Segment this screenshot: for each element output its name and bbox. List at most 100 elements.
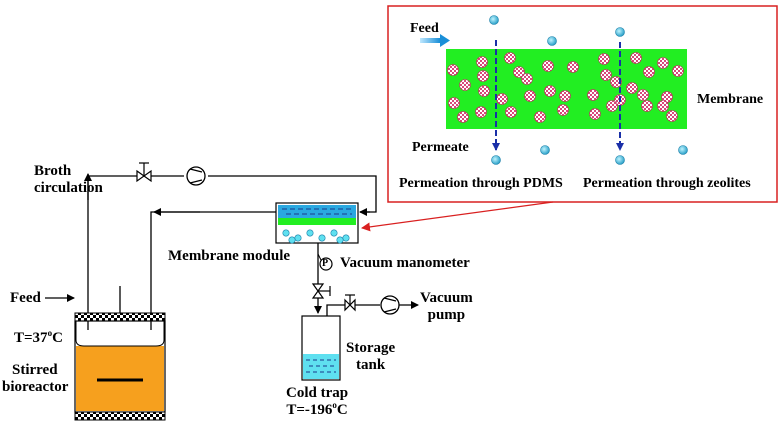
zeolite-particles — [447, 52, 684, 123]
stirred-label-line1: Stirred — [12, 362, 58, 378]
zeolite-particle — [542, 60, 554, 72]
permeant-molecule — [540, 145, 550, 155]
zeolite-particle — [504, 52, 516, 64]
zeolite-particle — [666, 110, 678, 122]
zeolite-particle — [559, 90, 571, 102]
module-permeate-droplet — [306, 229, 314, 237]
zeolite-particle — [630, 52, 642, 64]
zeolite-particle — [600, 69, 612, 81]
module-permeate-droplet — [282, 229, 290, 237]
zeolite-particle — [626, 82, 638, 94]
permeant-molecule — [615, 155, 625, 165]
zeolite-particle — [657, 57, 669, 69]
feed-label: Feed — [10, 290, 41, 306]
permeant-molecule — [678, 145, 688, 155]
vacuum-manometer — [317, 253, 333, 271]
cold-trap-temp-value: T=-196 — [286, 402, 333, 418]
inset-feed-label: Feed — [410, 21, 439, 36]
permeant-molecule — [491, 155, 501, 165]
inset-connector-arrow — [361, 201, 554, 232]
cold-trap-line1: Cold trap — [286, 385, 349, 401]
module-permeate-droplet — [342, 234, 350, 242]
storage-tank-line2: tank — [355, 357, 386, 373]
vacuum-pipe — [326, 304, 345, 316]
circulation-pipe — [87, 175, 137, 316]
membrane-module-label: Membrane module — [168, 248, 291, 264]
zeolite-particle — [476, 56, 488, 68]
zeolite-particle — [589, 108, 601, 120]
zeolite-particle — [544, 85, 556, 97]
zeolite-particle — [513, 66, 525, 78]
module-permeate-droplet — [330, 229, 338, 237]
zeolite-particle — [606, 100, 618, 112]
permeate-valve — [311, 283, 331, 299]
broth-label-line1: Broth — [34, 163, 72, 179]
inset-zeolites-label: Permeation through zeolites — [583, 176, 751, 191]
zeolite-particle — [448, 97, 460, 109]
reactor-temperature-label: T=37oC — [14, 328, 63, 347]
reactor-temp-degree: o — [47, 328, 53, 338]
zeolite-particle — [598, 53, 610, 65]
zeolite-particle — [478, 85, 490, 97]
inset-panel — [387, 5, 778, 203]
zeolite-particle — [641, 100, 653, 112]
stirred-bioreactor-label: Stirred bioreactor — [2, 362, 68, 396]
vacuum-pump — [380, 295, 400, 315]
zeolite-particle — [477, 70, 489, 82]
stirred-bioreactor — [74, 312, 166, 421]
zeolite-particle — [637, 89, 649, 101]
zeolite-particle — [567, 61, 579, 73]
broth-circulation-label: Broth circulation — [34, 163, 103, 197]
zeolite-particle — [610, 76, 622, 88]
zeolite-particle — [657, 100, 669, 112]
module-permeate-droplet — [336, 236, 344, 244]
reactor-temp-unit: C — [52, 330, 63, 346]
zeolite-particle — [457, 111, 469, 123]
permeant-molecule — [547, 36, 557, 46]
zeolite-particle — [447, 64, 459, 76]
zeolite-particle — [534, 111, 546, 123]
permeant-molecule — [615, 27, 625, 37]
module-permeate-droplet — [294, 234, 302, 242]
circulation-valve — [136, 162, 152, 183]
zeolite-particle — [587, 89, 599, 101]
storage-tank-line1: Storage — [346, 340, 396, 356]
cold-trap-label: Cold trap T=-196oC — [286, 385, 348, 419]
zeolite-particle — [475, 106, 487, 118]
circulation-pump — [186, 166, 206, 186]
zeolite-particle — [496, 93, 508, 105]
cold-trap — [301, 315, 341, 381]
zeolite-particle — [505, 106, 517, 118]
reactor-temp-value: T=37 — [14, 330, 48, 346]
inset-feed-arrow — [420, 34, 450, 47]
vacuum-valve — [344, 294, 356, 312]
zeolite-particle — [459, 79, 471, 91]
retentate-return-pipe — [150, 211, 276, 316]
zeolite-particle — [557, 104, 569, 116]
inset-membrane-label: Membrane — [697, 92, 764, 107]
module-permeate-droplet — [318, 234, 326, 242]
permeant-molecule — [489, 15, 499, 25]
piping — [45, 173, 419, 380]
zeolite-particle — [672, 65, 684, 77]
vacuum-manometer-label: Vacuum manometer — [340, 255, 470, 271]
zeolite-particle — [521, 73, 533, 85]
vacuum-pump-label: Vacuum pump — [420, 290, 473, 324]
stirred-label-line2: bioreactor — [2, 379, 69, 395]
zeolite-particle — [643, 66, 655, 78]
cold-trap-temperature: T=-196oC — [286, 400, 348, 419]
storage-tank-label: Storage tank — [346, 340, 395, 374]
permeant-molecules — [489, 15, 688, 165]
cold-trap-temp-unit: C — [336, 402, 348, 418]
cold-trap-temp-degree: o — [332, 400, 337, 410]
vacuum-pump-line2: pump — [427, 307, 466, 323]
zeolite-particle — [524, 90, 536, 102]
broth-label-line2: circulation — [34, 180, 103, 196]
module-permeate-droplet — [288, 236, 296, 244]
inset-pdms-label: Permeation through PDMS — [399, 176, 563, 191]
membrane-module — [275, 202, 359, 244]
inset-permeate-label: Permeate — [412, 140, 469, 155]
vacuum-pump-line1: Vacuum — [420, 290, 473, 306]
manometer-symbol: P — [322, 258, 329, 269]
